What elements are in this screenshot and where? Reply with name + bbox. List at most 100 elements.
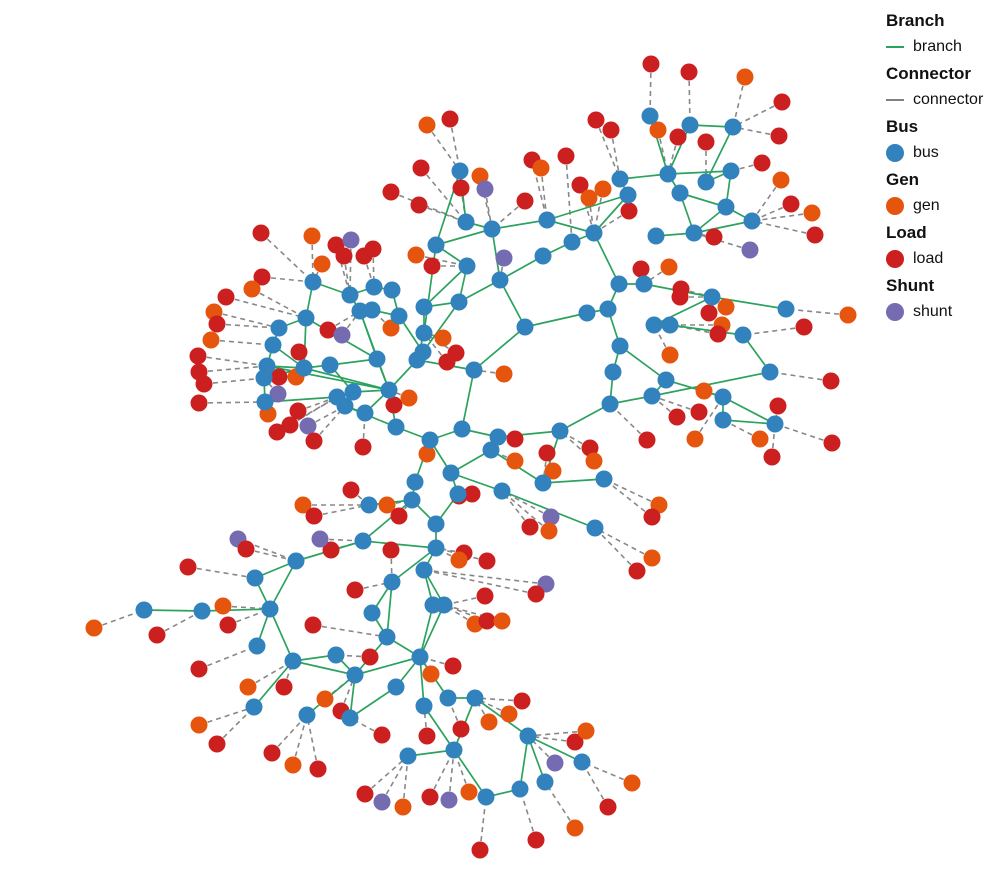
load-node[interactable] <box>390 507 408 525</box>
load-node[interactable] <box>361 648 379 666</box>
bus-node[interactable] <box>264 336 282 354</box>
load-node[interactable] <box>189 347 207 365</box>
bus-node[interactable] <box>411 648 429 666</box>
bus-node[interactable] <box>491 271 509 289</box>
bus-node[interactable] <box>387 418 405 436</box>
load-node[interactable] <box>643 508 661 526</box>
load-node[interactable] <box>364 240 382 258</box>
bus-node[interactable] <box>399 747 417 765</box>
bus-node[interactable] <box>647 227 665 245</box>
bus-node[interactable] <box>414 343 432 361</box>
bus-node[interactable] <box>685 224 703 242</box>
bus-node[interactable] <box>671 184 689 202</box>
bus-node[interactable] <box>442 464 460 482</box>
bus-node[interactable] <box>599 300 617 318</box>
shunt-node[interactable] <box>373 793 391 811</box>
bus-node[interactable] <box>270 319 288 337</box>
gen-node[interactable] <box>434 329 452 347</box>
load-node[interactable] <box>304 616 322 634</box>
load-node[interactable] <box>770 127 788 145</box>
gen-node[interactable] <box>460 783 478 801</box>
gen-node[interactable] <box>500 705 518 723</box>
bus-node[interactable] <box>697 173 715 191</box>
load-node[interactable] <box>557 147 575 165</box>
bus-node[interactable] <box>450 293 468 311</box>
load-node[interactable] <box>671 288 689 306</box>
load-node[interactable] <box>521 518 539 536</box>
gen-node[interactable] <box>623 774 641 792</box>
bus-node[interactable] <box>635 275 653 293</box>
load-node[interactable] <box>806 226 824 244</box>
bus-node[interactable] <box>297 309 315 327</box>
bus-node[interactable] <box>246 569 264 587</box>
load-node[interactable] <box>513 692 531 710</box>
bus-node[interactable] <box>645 316 663 334</box>
bus-node[interactable] <box>287 552 305 570</box>
load-node[interactable] <box>179 558 197 576</box>
gen-node[interactable] <box>495 365 513 383</box>
bus-node[interactable] <box>341 709 359 727</box>
load-node[interactable] <box>253 268 271 286</box>
gen-node[interactable] <box>532 159 550 177</box>
gen-node[interactable] <box>202 331 220 349</box>
gen-node[interactable] <box>544 462 562 480</box>
load-node[interactable] <box>382 183 400 201</box>
load-node[interactable] <box>281 416 299 434</box>
load-node[interactable] <box>527 831 545 849</box>
load-node[interactable] <box>709 325 727 343</box>
load-node[interactable] <box>822 372 840 390</box>
shunt-node[interactable] <box>495 249 513 267</box>
bus-node[interactable] <box>563 233 581 251</box>
load-node[interactable] <box>270 368 288 386</box>
bus-node[interactable] <box>439 689 457 707</box>
bus-node[interactable] <box>406 473 424 491</box>
bus-node[interactable] <box>661 316 679 334</box>
load-node[interactable] <box>319 321 337 339</box>
bus-node[interactable] <box>573 753 591 771</box>
gen-node[interactable] <box>493 612 511 630</box>
bus-node[interactable] <box>681 116 699 134</box>
bus-node[interactable] <box>458 257 476 275</box>
load-node[interactable] <box>587 111 605 129</box>
gen-node[interactable] <box>303 227 321 245</box>
bus-node[interactable] <box>703 288 721 306</box>
load-node[interactable] <box>438 353 456 371</box>
gen-node[interactable] <box>751 430 769 448</box>
bus-node[interactable] <box>578 304 596 322</box>
bus-node[interactable] <box>354 532 372 550</box>
gen-node[interactable] <box>580 189 598 207</box>
load-node[interactable] <box>290 343 308 361</box>
bus-node[interactable] <box>445 741 463 759</box>
load-node[interactable] <box>599 798 617 816</box>
gen-node[interactable] <box>85 619 103 637</box>
load-node[interactable] <box>680 63 698 81</box>
bus-node[interactable] <box>255 369 273 387</box>
bus-node[interactable] <box>604 363 622 381</box>
bus-node[interactable] <box>415 298 433 316</box>
load-node[interactable] <box>773 93 791 111</box>
bus-node[interactable] <box>585 224 603 242</box>
bus-node[interactable] <box>734 326 752 344</box>
load-node[interactable] <box>423 257 441 275</box>
load-node[interactable] <box>275 678 293 696</box>
load-node[interactable] <box>217 288 235 306</box>
load-node[interactable] <box>385 396 403 414</box>
bus-node[interactable] <box>365 278 383 296</box>
shunt-node[interactable] <box>333 326 351 344</box>
bus-node[interactable] <box>415 697 433 715</box>
bus-node[interactable] <box>248 637 266 655</box>
bus-node[interactable] <box>482 441 500 459</box>
shunt-node[interactable] <box>741 241 759 259</box>
bus-node[interactable] <box>421 431 439 449</box>
gen-node[interactable] <box>378 496 396 514</box>
shunt-node[interactable] <box>269 385 287 403</box>
bus-node[interactable] <box>387 678 405 696</box>
bus-node[interactable] <box>538 211 556 229</box>
gen-node[interactable] <box>471 167 489 185</box>
load-node[interactable] <box>571 176 589 194</box>
shunt-node[interactable] <box>440 791 458 809</box>
load-node[interactable] <box>763 448 781 466</box>
shunt-node[interactable] <box>342 231 360 249</box>
bus-node[interactable] <box>368 350 386 368</box>
load-node[interactable] <box>354 438 372 456</box>
